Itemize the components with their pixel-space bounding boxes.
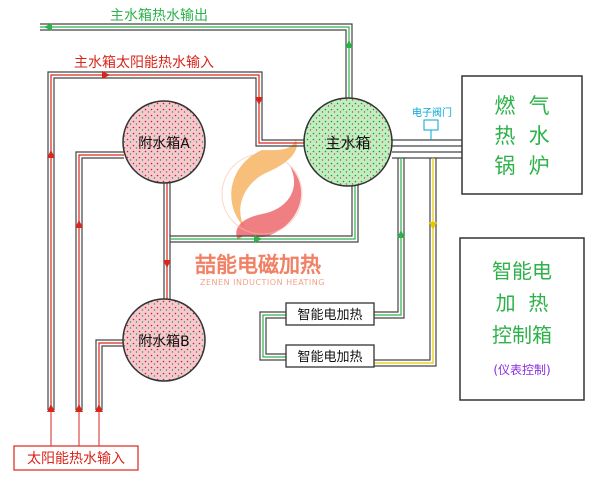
- control-line-1: 智能电: [492, 259, 552, 283]
- flow-red-tank-a: [78, 154, 124, 408]
- pipe-tank-a-to-b: [163, 180, 171, 300]
- pipe-main-to-boiler: [392, 139, 462, 147]
- gas-boiler-box: 燃 气 热 水 锅 炉: [461, 75, 583, 195]
- arrow-up-1: [47, 404, 55, 412]
- heater-1: 智能电加热: [285, 302, 375, 326]
- main-tank: 主水箱: [303, 97, 393, 187]
- arrow-right-1: [102, 71, 110, 79]
- pipe-heater-loop-outer: [374, 158, 437, 367]
- arrow-left-output: [44, 23, 52, 31]
- arrow-yellow-1: [429, 222, 437, 230]
- boiler-line-3: 锅 炉: [494, 154, 549, 178]
- arrow-green-1: [397, 230, 405, 238]
- arrow-up-4: [47, 150, 55, 158]
- control-line-2: 加 热: [496, 291, 549, 315]
- flow-green-output: [40, 26, 350, 100]
- pipe-heater-loop-inner: [374, 158, 405, 319]
- label-solar-input: 太阳能热水输入: [27, 451, 125, 467]
- pipe-main-to-boiler-2: [392, 151, 462, 159]
- flow-red-tank-b: [98, 342, 124, 408]
- heater-2-label: 智能电加热: [297, 350, 362, 365]
- arrow-down-a-b: [163, 260, 171, 268]
- pipe-heater-left: [259, 311, 286, 361]
- pipe-network: [40, 23, 462, 410]
- control-note: (仪表控制): [493, 363, 550, 377]
- tank-b-label: 附水箱B: [138, 334, 190, 350]
- boiler-line-2: 热 水: [494, 124, 549, 148]
- main-tank-label: 主水箱: [325, 134, 370, 152]
- flow-red-solar: [50, 74, 306, 408]
- pipe-side-to-main: [170, 185, 359, 243]
- logo-flame-icon: [231, 140, 297, 228]
- label-main-output: 主水箱热水输出: [110, 8, 208, 24]
- arrow-up-2: [75, 404, 83, 412]
- watermark-brand: 喆能电磁加热: [195, 253, 321, 277]
- valve-label: 电子阀门: [412, 106, 452, 119]
- control-box: 智能电 加 热 控制箱 (仪表控制): [459, 237, 585, 401]
- arrow-up-output: [345, 40, 353, 48]
- flow-arrows: [44, 23, 437, 412]
- label-main-solar-input: 主水箱太阳能热水输入: [74, 55, 214, 71]
- watermark-subtitle: ZENEN INDUCTION HEATING: [200, 278, 325, 287]
- boiler-line-1: 燃 气: [494, 94, 549, 118]
- arrow-up-3: [95, 404, 103, 412]
- flow-green-heater: [262, 158, 402, 358]
- heater-2: 智能电加热: [285, 344, 375, 368]
- pipe-solar-to-tank-b: [95, 339, 124, 410]
- control-line-3: 控制箱: [492, 323, 552, 347]
- solar-input-box: 太阳能热水输入: [13, 445, 139, 471]
- solar-input-leads: [50, 412, 100, 446]
- arrow-right-side: [254, 235, 262, 243]
- side-tank-a: 附水箱A: [122, 100, 206, 184]
- flow-green-side-main: [170, 185, 356, 240]
- pipe-solar-to-tank-a: [75, 151, 124, 410]
- pipe-main-output: [40, 23, 353, 100]
- watermark-logo: [221, 140, 303, 240]
- side-tank-b: 附水箱B: [122, 298, 206, 382]
- pipe-main-solar-input: [47, 71, 306, 410]
- heater-1-label: 智能电加热: [297, 308, 362, 323]
- tank-a-label: 附水箱A: [138, 136, 190, 152]
- arrow-up-5: [75, 220, 83, 228]
- valve-icon: [423, 119, 439, 131]
- arrow-down-1: [255, 97, 263, 105]
